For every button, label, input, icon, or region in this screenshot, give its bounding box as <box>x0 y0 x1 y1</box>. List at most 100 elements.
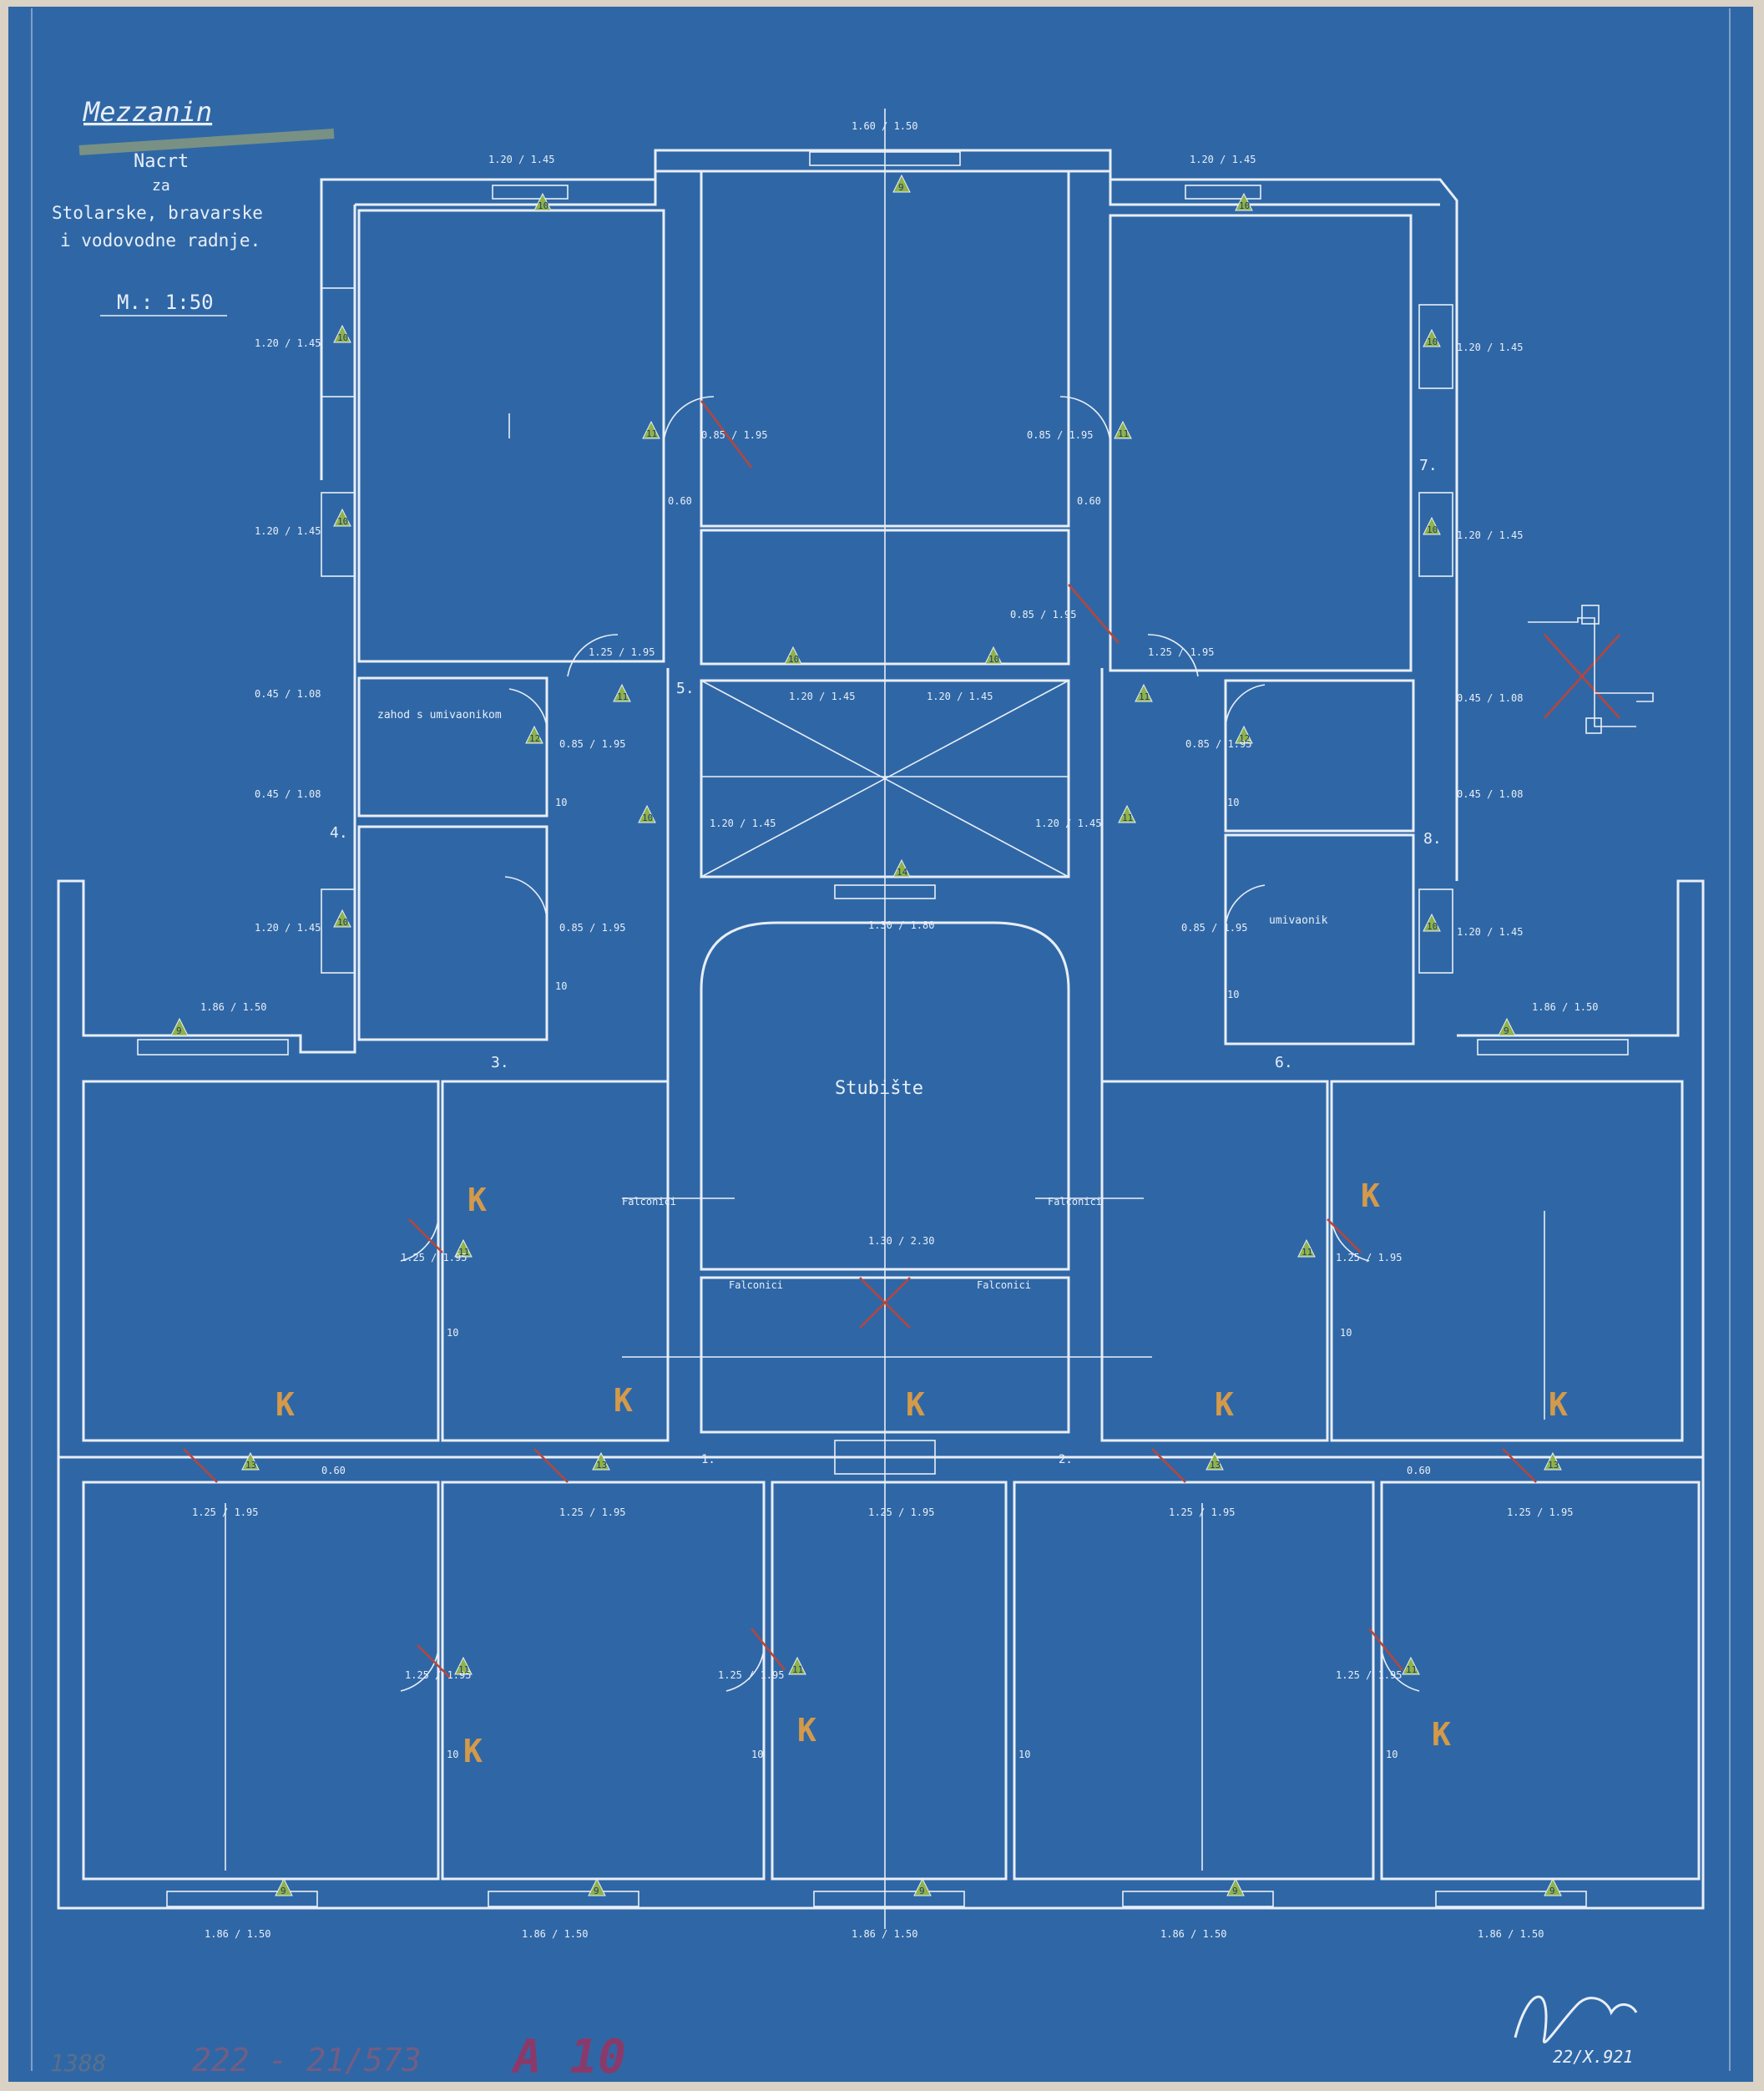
archive-code: 222 - 21/573 <box>192 2042 422 2078</box>
dim-win-small-1: 0.45 / 1.08 <box>255 688 321 700</box>
dim-win-bottom-2: 1.86 / 1.50 <box>522 1928 588 1940</box>
dim-door-b-1: 1.25 / 1.95 <box>589 646 655 658</box>
position-numbers: 5. 8. 4. 7. 3. 6. 1. 2. <box>330 457 1442 1466</box>
title-line3: Stolarske, bravarske <box>52 203 263 223</box>
dim-door-b-3: 1.25 / 1.95 <box>401 1252 467 1263</box>
red-corrections <box>183 400 1620 1679</box>
title-line4: i vodovodne radnje. <box>60 230 260 251</box>
title-block: Mezzanin Nacrt za Stolarske, bravarske i… <box>52 96 335 316</box>
pos-8: 8. <box>1423 830 1442 848</box>
tag-10-f: 10 <box>1427 524 1438 535</box>
dim-win-top-right: 1.20 / 1.45 <box>1190 154 1256 165</box>
k-mark-8: K <box>463 1733 483 1770</box>
tag-10-k: 10 <box>1427 921 1438 932</box>
axis-lines <box>225 109 1545 1929</box>
tag-10-h: 10 <box>988 654 999 665</box>
k-mark-4: K <box>614 1382 633 1419</box>
dimension-labels: 1.20 / 1.45 1.60 / 1.50 1.20 / 1.45 1.20… <box>192 120 1598 1940</box>
tag-9-d: 9 <box>281 1886 286 1896</box>
tag-10-b: 10 <box>1239 200 1250 211</box>
tag-14: 14 <box>897 867 908 878</box>
title-scale: M.: 1:50 <box>117 291 214 314</box>
tag-11-e: 11 <box>1122 813 1133 823</box>
dim-gap-4: 0.60 <box>1407 1465 1431 1476</box>
archive-stamp: 1388 222 - 21/573 A 10 <box>50 2030 626 2084</box>
dim-win-top-center: 1.60 / 1.50 <box>852 120 917 132</box>
dim-win-top-left: 1.20 / 1.45 <box>488 154 554 165</box>
k-mark-6: K <box>1215 1386 1234 1423</box>
tag-9-e: 9 <box>594 1886 599 1896</box>
tag-11-b: 11 <box>1118 428 1129 439</box>
dim-wall-5: 10 <box>447 1327 458 1339</box>
dim-win-left-1: 1.20 / 1.45 <box>255 337 321 349</box>
dim-center-win-2: 1.20 / 1.45 <box>927 691 993 702</box>
dim-wall-9: 10 <box>1018 1749 1030 1760</box>
dim-wall-6: 10 <box>1340 1327 1352 1339</box>
dim-wall-3: 10 <box>1227 797 1239 808</box>
dim-center-win-4: 1.20 / 1.45 <box>1035 818 1101 829</box>
pos-3: 3. <box>491 1054 509 1071</box>
signature-date: 22/X.921 <box>1553 2047 1633 2067</box>
tag-11-c: 11 <box>617 691 628 702</box>
room-falconici-3: Falconici <box>729 1279 783 1291</box>
dim-win-bottom-4: 1.86 / 1.50 <box>1160 1928 1226 1940</box>
room-falconici-1: Falconici <box>622 1196 676 1208</box>
dim-win-small-2: 0.45 / 1.08 <box>255 788 321 800</box>
dim-door-b-10: 1.25 / 1.95 <box>405 1669 471 1681</box>
tag-11-d: 11 <box>1139 691 1150 702</box>
dim-wall-8: 10 <box>751 1749 763 1760</box>
tag-10-j: 10 <box>337 917 348 928</box>
room-wc-left: zahod s umivaonikom <box>377 709 502 721</box>
dim-gap-3: 0.60 <box>321 1465 346 1476</box>
k-mark-1: K <box>468 1182 487 1218</box>
pos-4: 4. <box>330 824 348 842</box>
tag-10-g: 10 <box>788 654 799 665</box>
door-swings <box>400 396 1420 1692</box>
dim-door-b-7: 1.25 / 1.95 <box>868 1506 934 1518</box>
dim-door-b-12: 1.25 / 1.95 <box>1336 1669 1402 1681</box>
tag-9-h: 9 <box>1549 1886 1555 1896</box>
tag-12-a: 12 <box>529 733 540 744</box>
pos-5: 5. <box>676 680 695 697</box>
tag-10-e: 10 <box>1427 337 1438 347</box>
dim-win-bottom-3: 1.86 / 1.50 <box>852 1928 917 1940</box>
dim-door-b-2: 1.25 / 1.95 <box>1148 646 1214 658</box>
dim-door-b-11: 1.25 / 1.95 <box>718 1669 784 1681</box>
dim-wall-10: 10 <box>1386 1749 1398 1760</box>
dim-door-b-9: 1.25 / 1.95 <box>1507 1506 1573 1518</box>
blueprint-paper <box>8 7 1753 2082</box>
dim-door-a-5: 0.85 / 1.95 <box>1185 738 1251 750</box>
tag-9-c: 9 <box>1504 1025 1509 1036</box>
tag-10-d: 10 <box>337 516 348 527</box>
title-line2: za <box>152 177 170 195</box>
tag-10-a: 10 <box>538 200 548 211</box>
dim-wall-4: 10 <box>1227 989 1239 1000</box>
dim-door-a-6: 0.85 / 1.95 <box>559 922 625 934</box>
dim-door-a-1: 0.85 / 1.95 <box>701 429 767 441</box>
tag-11-g: 11 <box>1302 1247 1312 1258</box>
dim-center-win-1: 1.20 / 1.45 <box>789 691 855 702</box>
dim-hall: 1.30 / 1.80 <box>868 919 934 931</box>
signature: 22/X.921 <box>1514 1995 1638 2067</box>
tag-11-f: 11 <box>458 1247 469 1258</box>
tag-12-b: 12 <box>1239 733 1250 744</box>
tag-10-c: 10 <box>337 332 348 343</box>
dim-win-bottom-mid-l: 1.86 / 1.50 <box>200 1001 266 1013</box>
dim-wall-7: 10 <box>447 1749 458 1760</box>
dim-gap-1: 0.60 <box>668 495 692 507</box>
tag-11-j: 11 <box>1406 1664 1417 1675</box>
dim-center-win-3: 1.20 / 1.45 <box>710 818 776 829</box>
tag-9-a: 9 <box>898 182 904 193</box>
k-mark-10: K <box>1432 1716 1451 1753</box>
dim-door-c: 1.30 / 2.30 <box>868 1235 934 1247</box>
dim-door-a-2: 0.85 / 1.95 <box>1027 429 1093 441</box>
k-mark-9: K <box>797 1712 816 1749</box>
room-labels: Stubište zahod s umivaonikom umivaonik F… <box>377 709 1328 1291</box>
tag-13-c: 13 <box>1210 1460 1221 1471</box>
exterior-walls <box>57 149 1705 1910</box>
dim-win-left-3: 1.20 / 1.45 <box>255 922 321 934</box>
dim-win-left-2: 1.20 / 1.45 <box>255 525 321 537</box>
dim-door-a-4: 0.85 / 1.95 <box>559 738 625 750</box>
